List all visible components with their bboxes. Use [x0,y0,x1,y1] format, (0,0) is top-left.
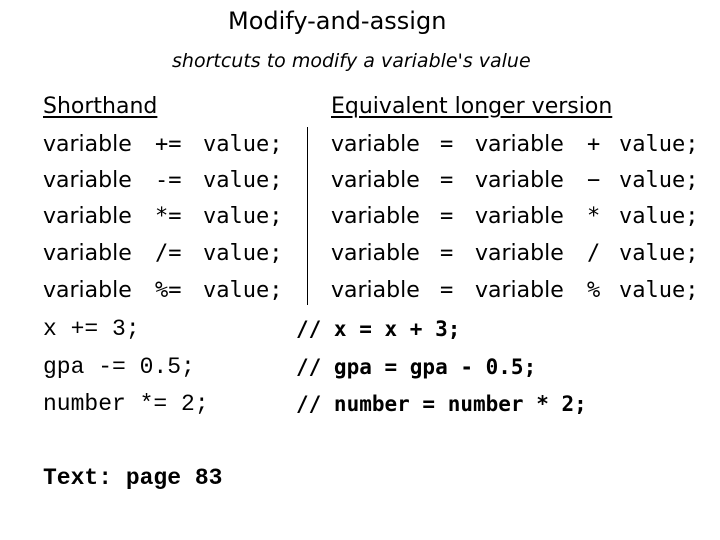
longer-equals: = [440,241,454,266]
example-comment: // gpa = gpa - 0.5; [296,355,537,379]
example-code: x += 3; [43,316,140,342]
longer-operator: % [587,278,601,303]
column-divider [307,127,308,305]
textbook-reference: Text: page 83 [43,465,223,491]
longer-operator: − [587,168,601,193]
shorthand-variable: variable [43,168,132,193]
shorthand-value: value; [203,132,283,157]
shorthand-value: value; [203,278,283,303]
longer-variable-rhs: variable [475,204,564,229]
longer-variable: variable [331,168,420,193]
longer-value: value; [619,204,699,229]
shorthand-header: Shorthand [43,94,158,119]
longer-variable-rhs: variable [475,132,564,157]
shorthand-variable: variable [43,241,132,266]
longer-equals: = [440,132,454,157]
longer-value: value; [619,241,699,266]
longer-value: value; [619,132,699,157]
example-comment: // x = x + 3; [296,317,461,341]
slide-subtitle: shortcuts to modify a variable's value [172,50,531,72]
longer-variable: variable [331,204,420,229]
longer-value: value; [619,168,699,193]
shorthand-variable: variable [43,204,132,229]
longer-operator: + [587,132,601,157]
longer-equals: = [440,168,454,193]
longer-variable: variable [331,241,420,266]
longer-equals: = [440,278,454,303]
slide-title: Modify-and-assign [228,7,447,35]
longer-variable-rhs: variable [475,168,564,193]
longer-variable: variable [331,132,420,157]
shorthand-value: value; [203,204,283,229]
longer-value: value; [619,278,699,303]
example-code: gpa -= 0.5; [43,354,195,380]
shorthand-operator: %= [155,278,182,303]
longer-variable-rhs: variable [475,278,564,303]
example-comment: // number = number * 2; [296,392,587,416]
example-code: number *= 2; [43,391,209,417]
shorthand-operator: -= [155,168,182,193]
longer-version-header: Equivalent longer version [331,94,613,119]
longer-operator: / [587,241,601,266]
shorthand-operator: *= [155,204,182,229]
longer-variable: variable [331,278,420,303]
shorthand-variable: variable [43,278,132,303]
shorthand-value: value; [203,168,283,193]
longer-equals: = [440,204,454,229]
shorthand-operator: += [155,132,182,157]
shorthand-operator: /= [155,241,182,266]
longer-variable-rhs: variable [475,241,564,266]
shorthand-value: value; [203,241,283,266]
longer-operator: * [587,204,601,229]
shorthand-variable: variable [43,132,132,157]
